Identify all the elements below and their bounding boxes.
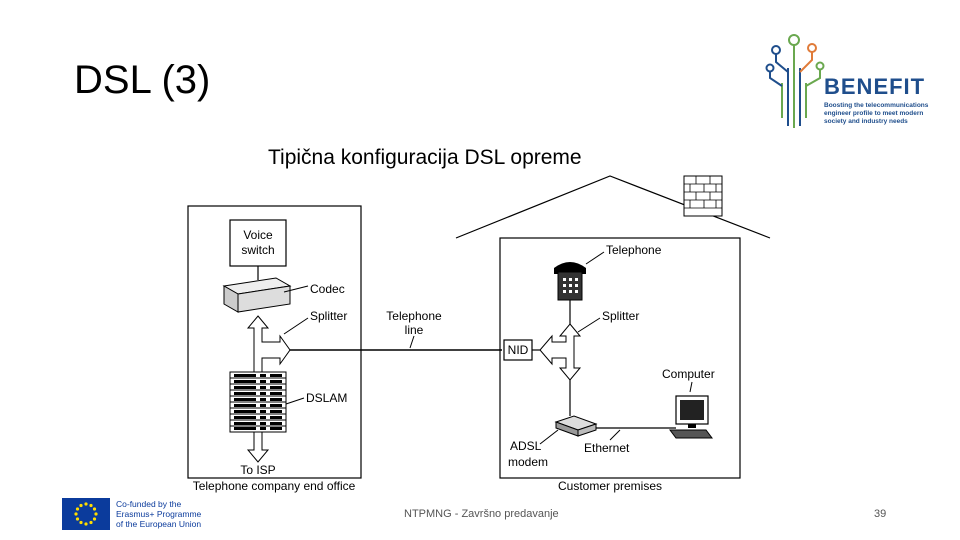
premises-caption: Customer premises bbox=[558, 479, 662, 493]
adsl-modem-icon bbox=[554, 415, 598, 437]
codec-device-icon bbox=[222, 277, 292, 313]
logo-name: BENEFIT bbox=[824, 74, 925, 99]
dslam-label: DSLAM bbox=[306, 391, 347, 405]
telephone-icon bbox=[554, 262, 586, 301]
erasmus-eu-logo: Co-funded by the Erasmus+ Programme of t… bbox=[62, 498, 202, 530]
page-number: 39 bbox=[874, 508, 887, 520]
nid-label: NID bbox=[508, 343, 529, 357]
office-caption: Telephone company end office bbox=[193, 479, 356, 493]
telephone-label: Telephone bbox=[606, 243, 662, 257]
logo-tagline-1: Boosting the telecommunications bbox=[824, 102, 929, 109]
office-box bbox=[187, 205, 362, 479]
dsl-configuration-diagram: Voice switch Codec Splitter bbox=[187, 175, 771, 493]
logo-tagline-3: society and industry needs bbox=[824, 118, 908, 125]
adsl-modem-label-1: ADSL bbox=[510, 439, 542, 453]
codec-label: Codec bbox=[310, 282, 345, 296]
to-isp-label: To ISP bbox=[240, 463, 275, 477]
benefit-logo: BENEFIT Boosting the telecommunications … bbox=[765, 34, 929, 128]
computer-label: Computer bbox=[662, 367, 715, 381]
office-splitter-label: Splitter bbox=[310, 309, 347, 323]
dslam-rack-icon bbox=[229, 371, 287, 433]
voice-switch-label-1: Voice bbox=[243, 228, 273, 242]
slide-title: DSL (3) bbox=[74, 58, 211, 102]
computer-icon bbox=[669, 395, 713, 439]
eu-text-2: Erasmus+ Programme bbox=[116, 509, 202, 519]
house-outline bbox=[455, 175, 771, 479]
slide-footer: NTPMNG - Završno predavanje bbox=[404, 508, 559, 520]
adsl-modem-label-2: modem bbox=[508, 455, 548, 469]
home-splitter-label: Splitter bbox=[602, 309, 639, 323]
logo-tagline-2: engineer profile to meet modern bbox=[824, 110, 923, 117]
voice-switch-box bbox=[229, 219, 287, 267]
eu-text-1: Co-funded by the bbox=[116, 499, 181, 509]
ethernet-label: Ethernet bbox=[584, 441, 630, 455]
telephone-line-label-1: Telephone bbox=[386, 309, 442, 323]
telephone-line-label-2: line bbox=[405, 323, 424, 337]
slide-subtitle: Tipična konfiguracija DSL opreme bbox=[268, 146, 582, 169]
to-isp-arrow-icon bbox=[246, 431, 270, 463]
voice-switch-label-2: switch bbox=[241, 243, 274, 257]
office-splitter-icon bbox=[246, 315, 291, 385]
eu-text-3: of the European Union bbox=[116, 519, 201, 529]
eu-stars-icon bbox=[74, 502, 98, 526]
home-splitter-icon bbox=[539, 323, 582, 381]
circuit-tree-icon bbox=[765, 34, 825, 128]
chimney-icon bbox=[683, 175, 723, 217]
